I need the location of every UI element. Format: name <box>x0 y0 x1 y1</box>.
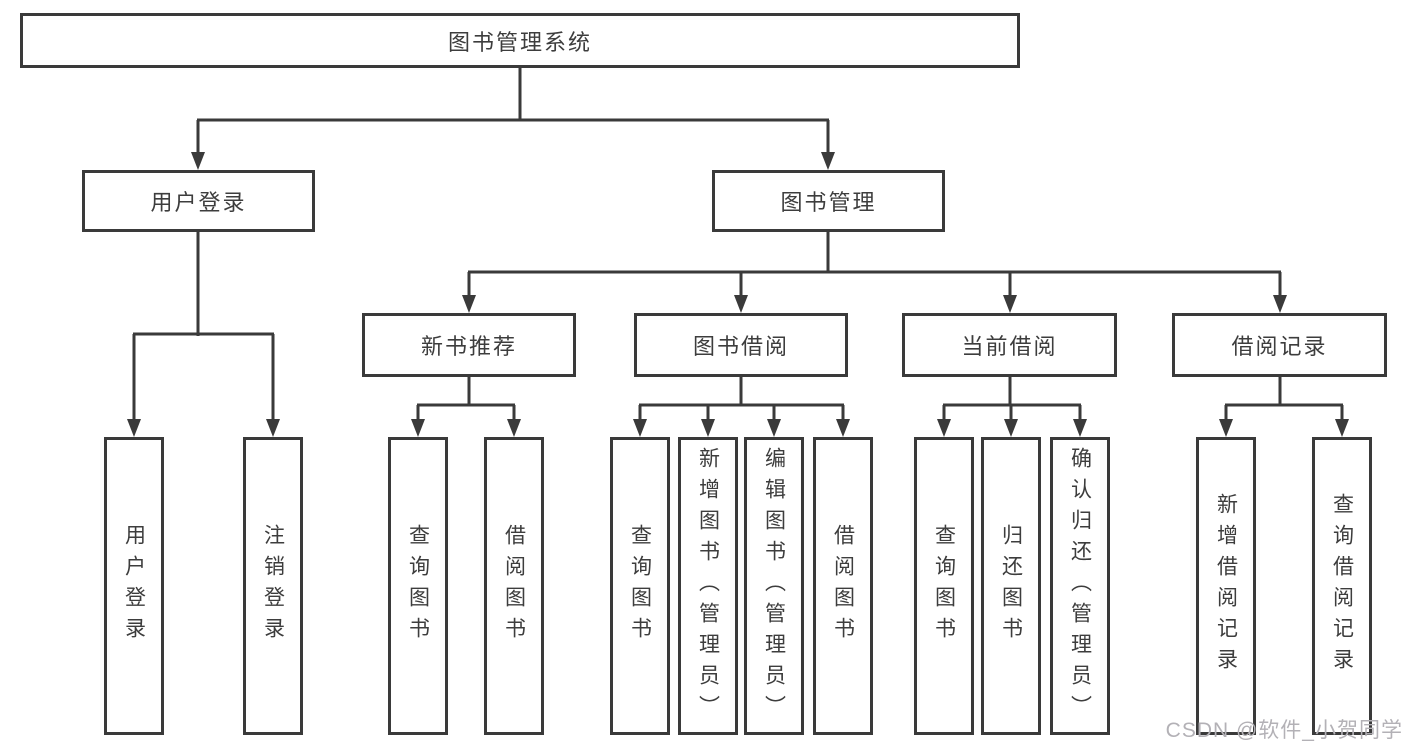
node-label: 编辑图书（管理员） <box>762 446 786 726</box>
node-label: 图书管理系统 <box>447 29 592 55</box>
node-label: 借阅记录 <box>1231 334 1328 359</box>
node-label: 借阅图书 <box>502 524 526 648</box>
node-label: 用户登录 <box>150 190 247 215</box>
leaf-borrow-books: 借阅图书 <box>813 437 873 735</box>
node-label: 用户登录 <box>122 524 146 648</box>
node-library-system: 图书管理系统 <box>20 13 1020 68</box>
node-label: 新书推荐 <box>420 334 517 359</box>
tree-connector-wires <box>132 67 1344 423</box>
leaf-query-borrow-record: 查询借阅记录 <box>1312 437 1372 735</box>
node-label: 查询图书 <box>406 524 430 648</box>
leaf-user-login: 用户登录 <box>104 437 164 735</box>
leaf-query-books-current: 查询图书 <box>914 437 974 735</box>
node-new-book-recommend: 新书推荐 <box>362 313 576 377</box>
node-current-borrow: 当前借阅 <box>902 313 1117 377</box>
leaf-confirm-return-admin: 确认归还（管理员） <box>1050 437 1110 735</box>
node-label: 借阅图书 <box>831 524 855 648</box>
node-book-management: 图书管理 <box>712 170 945 232</box>
node-label: 新增图书（管理员） <box>696 446 720 726</box>
node-label: 注销登录 <box>261 524 285 648</box>
node-label: 图书借阅 <box>692 334 789 359</box>
node-label: 查询借阅记录 <box>1330 493 1354 679</box>
node-label: 查询图书 <box>932 524 956 648</box>
leaf-add-borrow-record: 新增借阅记录 <box>1196 437 1256 735</box>
leaf-edit-book-admin: 编辑图书（管理员） <box>744 437 804 735</box>
node-label: 归还图书 <box>999 524 1023 648</box>
node-book-borrow: 图书借阅 <box>634 313 848 377</box>
leaf-query-books-borrow: 查询图书 <box>610 437 670 735</box>
leaf-logout: 注销登录 <box>243 437 303 735</box>
node-borrow-records: 借阅记录 <box>1172 313 1387 377</box>
node-label: 图书管理 <box>780 190 877 215</box>
leaf-borrow-books-recommend: 借阅图书 <box>484 437 544 735</box>
node-label: 确认归还（管理员） <box>1068 446 1092 726</box>
csdn-watermark: CSDN @软件_小贺同学 <box>1165 719 1403 742</box>
leaf-add-book-admin: 新增图书（管理员） <box>678 437 738 735</box>
leaf-return-book: 归还图书 <box>981 437 1041 735</box>
leaf-query-books-recommend: 查询图书 <box>388 437 448 735</box>
node-user-login: 用户登录 <box>82 170 315 232</box>
node-label: 查询图书 <box>628 524 652 648</box>
node-label: 当前借阅 <box>961 334 1058 359</box>
node-label: 新增借阅记录 <box>1214 493 1238 679</box>
